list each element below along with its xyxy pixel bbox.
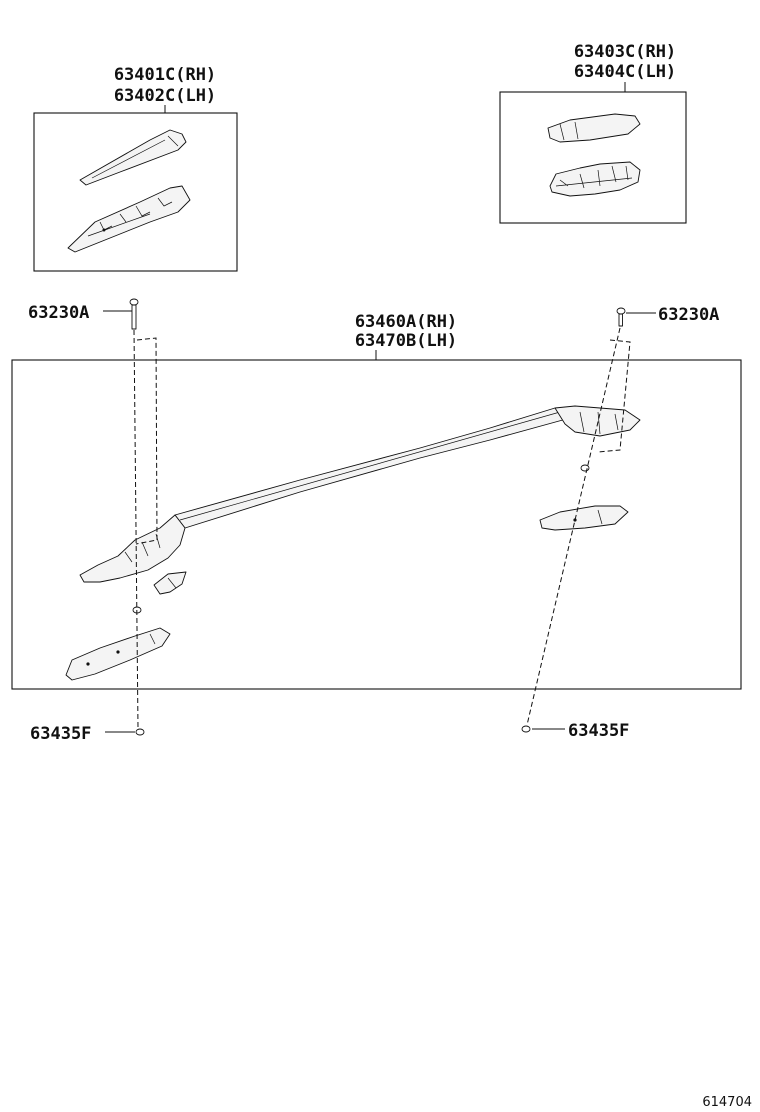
front-bolt-label[interactable]: 63230A (28, 303, 89, 323)
front-cover-group-box (33, 112, 238, 272)
front-cover-lower-part[interactable] (67, 185, 191, 253)
front-clip[interactable] (153, 571, 187, 595)
front-nut-label[interactable]: 63435F (30, 724, 91, 744)
front-bolt-icon[interactable] (129, 298, 139, 330)
front-nut-icon[interactable] (135, 728, 145, 736)
rear-base-pad[interactable] (539, 505, 629, 531)
front-cover-rh-label[interactable]: 63401C(RH) (114, 65, 216, 85)
rear-cover-group-box (499, 91, 687, 224)
front-assembly-line (133, 329, 158, 729)
rear-washer[interactable] (580, 464, 590, 472)
rear-cover-rh-label[interactable]: 63403C(RH) (574, 42, 676, 62)
rear-cover-upper-part[interactable] (547, 113, 641, 143)
roof-rail-lh-label[interactable]: 63470B(LH) (355, 331, 457, 351)
roof-rail-group-box (11, 359, 742, 690)
front-cover-lh-label[interactable]: 63402C(LH) (114, 86, 216, 106)
rear-bolt-label[interactable]: 63230A (658, 305, 719, 325)
rear-assembly-line (526, 327, 631, 726)
roof-rail-rh-label[interactable]: 63460A(RH) (355, 312, 457, 332)
roof-rail-bar[interactable] (174, 407, 571, 529)
rear-bolt-icon[interactable] (616, 307, 626, 327)
rail-front-leg[interactable] (79, 514, 186, 583)
rear-cover-lh-label[interactable]: 63404C(LH) (574, 62, 676, 82)
rear-nut-label[interactable]: 63435F (568, 721, 629, 741)
rear-nut-icon[interactable] (521, 725, 531, 733)
rail-rear-leg[interactable] (554, 405, 641, 437)
rear-cover-lower-part[interactable] (549, 161, 641, 197)
front-base-pad[interactable] (65, 627, 171, 681)
front-cover-upper-part[interactable] (79, 129, 187, 186)
figure-number: 614704 (702, 1095, 752, 1110)
